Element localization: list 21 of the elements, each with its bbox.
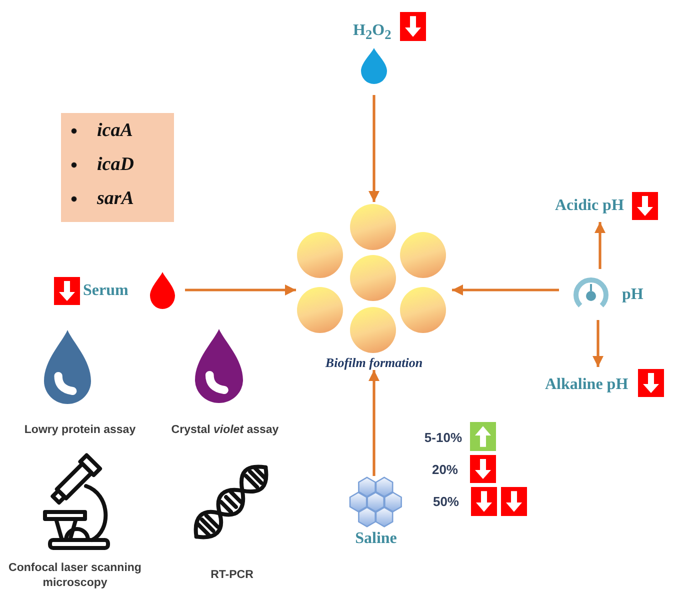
node-label: Saline bbox=[355, 530, 397, 548]
arrow bbox=[592, 320, 604, 367]
percentage-label: 5-10% bbox=[424, 430, 462, 446]
method-caption: Crystal violet assay bbox=[171, 423, 279, 438]
node-label: Serum bbox=[83, 282, 128, 300]
node-label: H$_{2}$O$_{2}$ bbox=[353, 22, 392, 44]
node-label: Acidic pH bbox=[555, 197, 624, 215]
method-caption: RT-PCR bbox=[210, 568, 254, 583]
arrow bbox=[368, 370, 380, 476]
node-label: pH bbox=[622, 286, 644, 304]
percentage-label: 50% bbox=[432, 494, 459, 510]
method-caption: Confocal laser scanning microscopy bbox=[8, 561, 142, 591]
percentage-label: 20% bbox=[432, 462, 458, 478]
node-caption: Biofilm formation bbox=[325, 355, 423, 370]
node-label: Alkaline pH bbox=[545, 376, 628, 394]
arrow bbox=[594, 222, 606, 269]
arrow bbox=[185, 284, 296, 296]
gene-list-panel bbox=[61, 113, 174, 222]
arrow bbox=[452, 284, 559, 296]
method-caption: Lowry protein assay bbox=[24, 423, 136, 438]
arrow bbox=[368, 95, 380, 202]
